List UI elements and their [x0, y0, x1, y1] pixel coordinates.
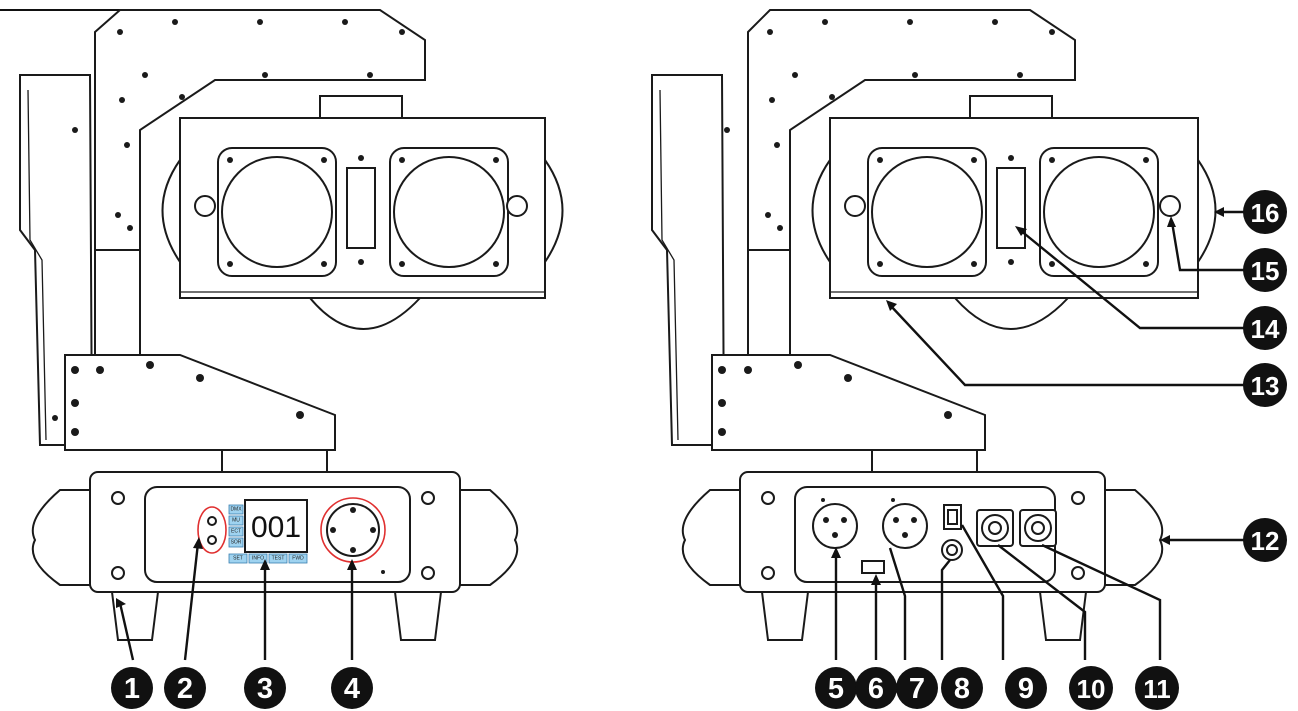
- front-foot-right: [393, 591, 443, 641]
- callout-9: 9: [1005, 667, 1047, 709]
- front-lens-left: [221, 156, 333, 268]
- front-lens-right: [393, 156, 505, 268]
- svg-text:2: 2: [177, 673, 193, 705]
- button-down: [207, 535, 217, 545]
- front-view-fixture: 001 DMX MU ECT SOR SET INFO TEST FWD: [19, 9, 564, 641]
- dmx-input-connector: [812, 503, 858, 549]
- svg-text:INFO: INFO: [252, 556, 264, 562]
- rear-center-label: [996, 167, 1026, 249]
- rear-label-plate: [861, 560, 885, 574]
- svg-text:TEST: TEST: [272, 556, 285, 562]
- joystick-plate: [326, 503, 380, 557]
- buttons-highlight: [197, 506, 227, 554]
- callout-arrows: [116, 207, 1245, 661]
- rear-side-knob: [1159, 195, 1181, 217]
- svg-text:ECT: ECT: [231, 529, 241, 535]
- callout-8: 8: [941, 667, 983, 709]
- rear-view-fixture: [651, 9, 1217, 641]
- svg-text:14: 14: [1251, 314, 1280, 344]
- callout-13: 13: [1243, 363, 1287, 407]
- callout-4: 4: [331, 667, 373, 709]
- svg-text:4: 4: [344, 673, 360, 705]
- front-bottom-dome: [307, 297, 423, 330]
- svg-text:MU: MU: [232, 518, 240, 524]
- callout-12: 12: [1243, 518, 1287, 562]
- display-value: 001: [251, 511, 301, 544]
- front-foot-left: [110, 591, 160, 641]
- callout-6: 6: [855, 667, 897, 709]
- callout-14: 14: [1243, 306, 1287, 350]
- callout-10: 10: [1069, 666, 1113, 710]
- rear-handle-right: [1104, 489, 1164, 586]
- lcd-display: 001 DMX MU ECT SOR SET INFO TEST FWD: [228, 499, 308, 564]
- svg-text:8: 8: [954, 673, 970, 705]
- front-handle-left: [31, 489, 91, 586]
- callout-16: 16: [1243, 190, 1287, 234]
- svg-text:15: 15: [1251, 256, 1280, 286]
- svg-text:6: 6: [868, 673, 884, 705]
- svg-text:9: 9: [1018, 673, 1034, 705]
- svg-text:1: 1: [124, 673, 140, 705]
- rear-lens-left: [871, 156, 983, 268]
- callout-badges: 1 2 3 4 5 6 7 8 9 10 11 12 13 14 15 16: [111, 190, 1287, 710]
- front-arm-side: [19, 74, 94, 446]
- svg-text:SET: SET: [233, 556, 243, 562]
- front-handle-right: [459, 489, 519, 586]
- svg-text:SOR: SOR: [231, 540, 242, 546]
- svg-text:12: 12: [1251, 526, 1280, 556]
- front-arm-base-plate: [64, 354, 336, 451]
- svg-text:DMX: DMX: [230, 507, 242, 513]
- rear-lens-right: [1043, 156, 1155, 268]
- svg-text:10: 10: [1077, 674, 1106, 704]
- svg-text:11: 11: [1143, 674, 1171, 704]
- svg-text:13: 13: [1251, 371, 1280, 401]
- callout-2: 2: [164, 667, 206, 709]
- callout-3: 3: [244, 667, 286, 709]
- callout-7: 7: [896, 667, 938, 709]
- svg-text:3: 3: [257, 673, 273, 705]
- dmx-output-connector: [882, 503, 928, 549]
- callout-11: 11: [1135, 666, 1179, 710]
- svg-text:FWD: FWD: [292, 556, 304, 562]
- svg-text:7: 7: [909, 673, 925, 705]
- button-up: [207, 516, 217, 526]
- callout-15: 15: [1243, 248, 1287, 292]
- callout-1: 1: [111, 667, 153, 709]
- svg-text:16: 16: [1251, 198, 1280, 228]
- svg-text:5: 5: [828, 673, 844, 705]
- callout-5: 5: [815, 667, 857, 709]
